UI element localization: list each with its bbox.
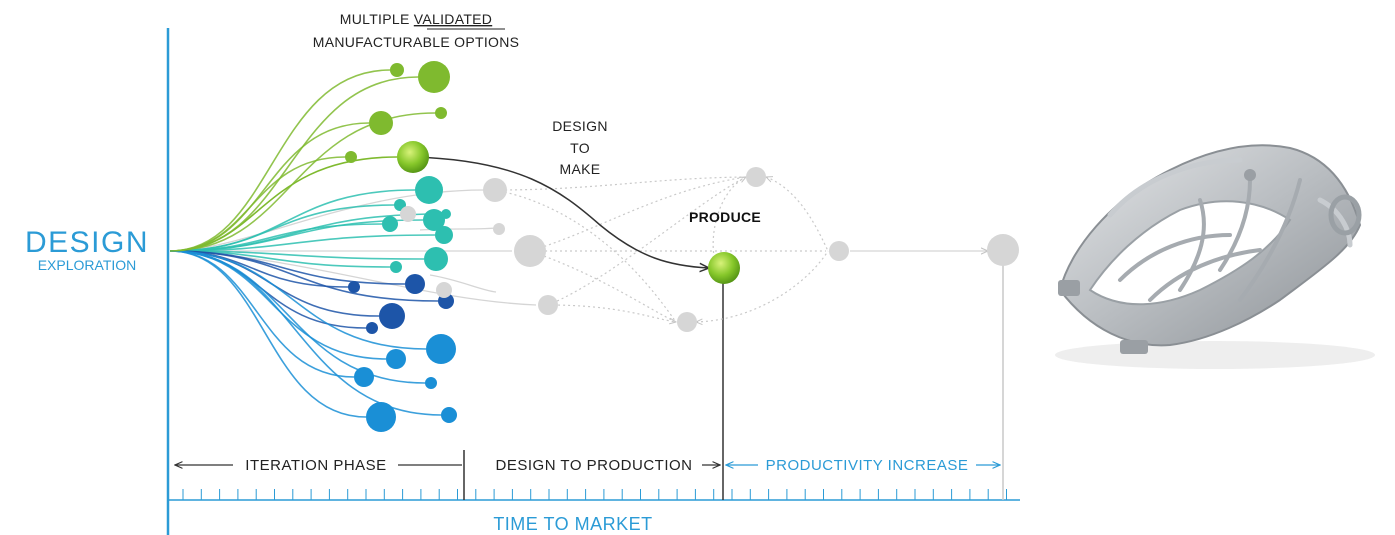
option-node	[418, 61, 450, 93]
option-node	[345, 151, 357, 163]
option-node	[405, 274, 425, 294]
design-to-make-line	[412, 156, 709, 268]
grey-node-5	[677, 312, 697, 332]
option-node	[435, 226, 453, 244]
option-node	[379, 303, 405, 329]
grey-node-10	[493, 223, 505, 235]
option-node	[390, 63, 404, 77]
option-node	[435, 107, 447, 119]
option-curve	[169, 250, 439, 302]
grey-node-9	[436, 282, 452, 298]
produce-label: PRODUCE	[689, 209, 761, 225]
option-curve	[169, 250, 367, 418]
option-node	[423, 209, 445, 231]
produce-node	[708, 252, 740, 284]
grey-node-7	[987, 234, 1019, 266]
design-to-make-line1: DESIGN	[552, 118, 607, 134]
grey-node-6	[829, 241, 849, 261]
option-node	[382, 216, 398, 232]
option-curve	[169, 250, 427, 350]
x-axis-ticks	[182, 489, 1007, 500]
option-node	[441, 407, 457, 423]
generative-bracket-part-image	[1055, 144, 1375, 369]
design-to-make-line2: TO	[570, 140, 590, 156]
grey-node-8	[400, 206, 416, 222]
x-axis-title: TIME TO MARKET	[493, 514, 652, 534]
grey-node-3	[538, 295, 558, 315]
option-curve	[169, 76, 419, 252]
option-node	[415, 176, 443, 204]
option-node	[424, 247, 448, 271]
design-options-fan	[169, 69, 442, 418]
option-node	[441, 209, 451, 219]
grey-node-2	[514, 235, 546, 267]
option-node	[390, 261, 402, 273]
grey-node-1	[483, 178, 507, 202]
option-node	[348, 281, 360, 293]
option-curve	[169, 69, 391, 252]
grey-node-4	[746, 167, 766, 187]
design-to-make-line3: MAKE	[560, 161, 601, 177]
option-curve	[169, 156, 346, 252]
options-title-line1: MULTIPLE VALIDATED	[340, 11, 492, 27]
option-node	[366, 322, 378, 334]
option-node	[426, 334, 456, 364]
option-curve	[169, 250, 355, 378]
option-node	[369, 111, 393, 135]
option-node	[366, 402, 396, 432]
selected-design-node	[397, 141, 429, 173]
options-title-line2: MANUFACTURABLE OPTIONS	[313, 34, 520, 50]
option-node	[425, 377, 437, 389]
y-axis-title-exploration: EXPLORATION	[38, 257, 137, 273]
option-node	[386, 349, 406, 369]
y-axis-title-design: DESIGN	[25, 226, 149, 259]
option-node	[354, 367, 374, 387]
dotted-iteration-network	[495, 177, 829, 322]
phase-production-label: DESIGN TO PRODUCTION	[496, 457, 693, 474]
phase-productivity-label: PRODUCTIVITY INCREASE	[766, 457, 969, 474]
phase-iteration-label: ITERATION PHASE	[245, 457, 386, 474]
option-curve	[169, 234, 436, 252]
